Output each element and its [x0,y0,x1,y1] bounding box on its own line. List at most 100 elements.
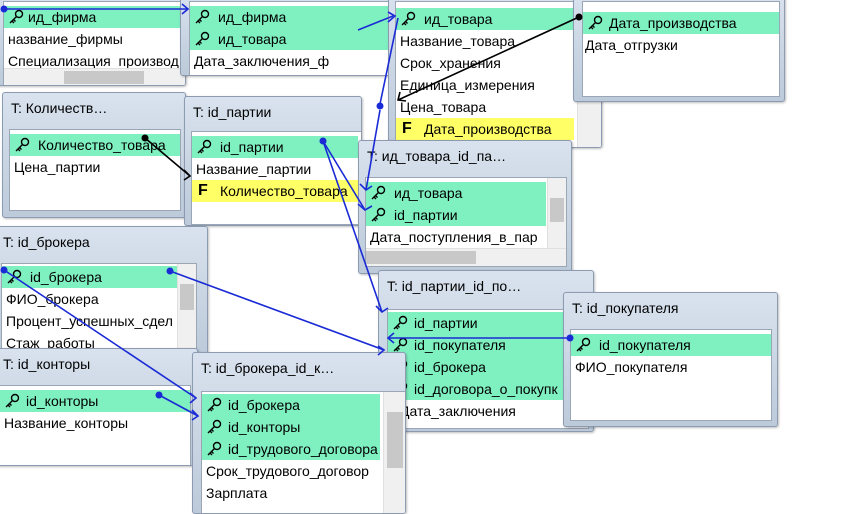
key-icon [401,11,416,26]
field-label: Единица_измерения [400,77,535,93]
field-row[interactable]: ид_товара [366,182,546,204]
key-icon [7,269,22,284]
field-list[interactable]: id_покупателя ФИО_покупателя [570,329,772,421]
field-row[interactable]: Цена_товара [396,96,574,118]
field-row[interactable]: Зарплата [202,482,380,504]
field-label: Название_товара [400,33,516,49]
field-row[interactable]: id_трудового_договора [202,438,380,460]
field-row[interactable]: ид_товара [396,8,574,30]
field-label: id_покупателя [414,337,506,353]
field-label: Дата_поступления_в_пар [370,229,538,245]
field-row[interactable]: Количество_товара [10,134,180,156]
table-office[interactable]: T: id_конторы id_конторы Название_контор… [0,348,198,466]
field-row[interactable]: Срок_хранения [396,52,574,74]
field-row[interactable]: Единица_измерения [396,74,574,96]
table-product[interactable]: ид_товара Название_товара Срок_хранения … [388,0,602,148]
field-row[interactable]: Название_конторы [0,412,190,434]
field-label: id_брокера [30,269,102,285]
horizontal-scrollbar[interactable] [366,248,566,266]
field-label: Срок_трудового_договор [206,463,369,479]
vertical-scrollbar[interactable] [177,264,196,353]
field-list[interactable]: ид_товара id_партии Дата_поступления_в_п… [365,177,567,267]
field-row[interactable]: название_фирмы [4,28,185,50]
field-row[interactable]: id_брокера [2,266,180,288]
field-label: ид_фирма [28,9,97,25]
field-row[interactable]: Специализация_производ [4,50,185,72]
horizontal-scrollbar[interactable] [4,68,185,85]
key-icon [207,397,222,412]
field-label: ид_фирма [218,9,287,25]
table-broker[interactable]: T: id_брокера id_брокера ФИО_брокера Про… [0,226,208,354]
field-row[interactable]: id_брокера [202,394,380,416]
field-row[interactable]: Дата_отгрузки [583,34,779,56]
field-row[interactable]: id_покупателя [388,334,568,356]
field-label: id_партии [394,207,458,223]
field-row[interactable]: id_конторы [0,390,190,412]
field-row[interactable]: ФИО_брокера [2,288,180,310]
field-row[interactable]: Дата_заключения_ф [190,50,390,72]
foreign-key-icon: F [198,182,208,199]
key-icon [207,419,222,434]
field-label: id_конторы [26,393,99,409]
field-label: ФИО_брокера [6,291,99,307]
field-row[interactable]: id_брокера [388,356,568,378]
field-label: Дата_производства [424,121,552,137]
vertical-scrollbar[interactable] [383,392,405,513]
table-buyer[interactable]: T: id_покупателя id_покупателя ФИО_покуп… [563,292,778,427]
table-title: T: id_брокера [3,234,90,250]
field-list[interactable]: ид_товара Название_товара Срок_хранения … [395,1,601,147]
field-row[interactable]: Цена_партии [10,156,180,178]
field-row[interactable]: id_партии [388,312,568,334]
field-list[interactable]: ид_фирма ид_товара Дата_заключения_ф [189,1,391,75]
field-row[interactable]: Срок_трудового_договор [202,460,380,482]
field-row[interactable]: Название_партии [192,158,358,180]
field-list[interactable]: ид_фирма название_фирмы Специализация_пр… [3,1,185,85]
table-product-batch[interactable]: T: ид_товара_id_па… ид_товара id_партии … [358,140,572,274]
table-title: T: id_покупателя [572,300,679,316]
field-row[interactable]: ид_фирма [4,6,185,28]
field-label: id_брокера [228,397,300,413]
field-row[interactable]: ид_товара [190,28,390,50]
field-row[interactable]: Дата_производства [583,12,779,34]
field-label: Название_партии [196,161,312,177]
table-batch[interactable]: T: id_партии id_партии Название_партии F… [184,96,362,226]
field-list[interactable]: id_брокера ФИО_брокера Процент_успешных_… [1,263,197,353]
field-row[interactable]: Название_товара [396,30,574,52]
field-row[interactable]: id_конторы [202,416,380,438]
field-row[interactable]: Дата_заключения [388,400,568,422]
foreign-key-icon: F [402,120,412,137]
vertical-scrollbar[interactable] [547,178,566,249]
table-title: T: id_партии_id_по… [387,278,522,294]
field-label: id_покупателя [599,337,691,353]
field-label: Количество_товара [38,137,166,153]
key-icon [393,315,408,330]
key-icon [5,393,20,408]
field-row[interactable]: id_покупателя [571,334,771,356]
field-label: Процент_успешных_сдел [6,313,173,329]
table-firm-product[interactable]: ид_фирма ид_товара Дата_заключения_ф [180,0,392,76]
field-row[interactable]: F Количество_товара [192,180,358,202]
field-row[interactable]: Дата_поступления_в_пар [366,226,546,248]
table-title: T: id_партии [193,104,272,120]
field-list[interactable]: Количество_товара Цена_партии [9,129,181,211]
field-row[interactable]: ФИО_покупателя [571,356,771,378]
field-list[interactable]: id_партии id_покупателя id_брокера id_до… [387,309,589,429]
table-batch-buyer[interactable]: T: id_партии_id_по… id_партии id_покупат… [378,270,594,432]
field-row[interactable]: id_договора_о_покупк [388,378,568,400]
field-row[interactable]: ид_фирма [190,6,390,28]
field-label: Специализация_производ [8,53,179,69]
field-row[interactable]: id_партии [192,136,358,158]
field-row[interactable]: F Дата_производства [396,118,574,140]
field-row[interactable]: Процент_успешных_сдел [2,310,180,332]
table-broker-office[interactable]: T: id_брокера_id_к… id_брокера id_контор… [192,352,406,514]
table-quantity[interactable]: T: Количеств… Количество_товара Цена_пар… [2,92,186,218]
key-icon [197,139,212,154]
field-list[interactable]: id_брокера id_конторы id_трудового_догов… [201,391,405,513]
field-list[interactable]: id_конторы Название_конторы [0,385,191,465]
table-production-date[interactable]: Дата_производства Дата_отгрузки [573,0,785,102]
field-row[interactable]: id_партии [366,204,546,226]
key-icon [588,15,603,30]
field-list[interactable]: id_партии Название_партии F Количество_т… [191,131,361,225]
table-firm[interactable]: ид_фирма название_фирмы Специализация_пр… [0,0,186,86]
field-list[interactable]: Дата_производства Дата_отгрузки [582,1,780,97]
